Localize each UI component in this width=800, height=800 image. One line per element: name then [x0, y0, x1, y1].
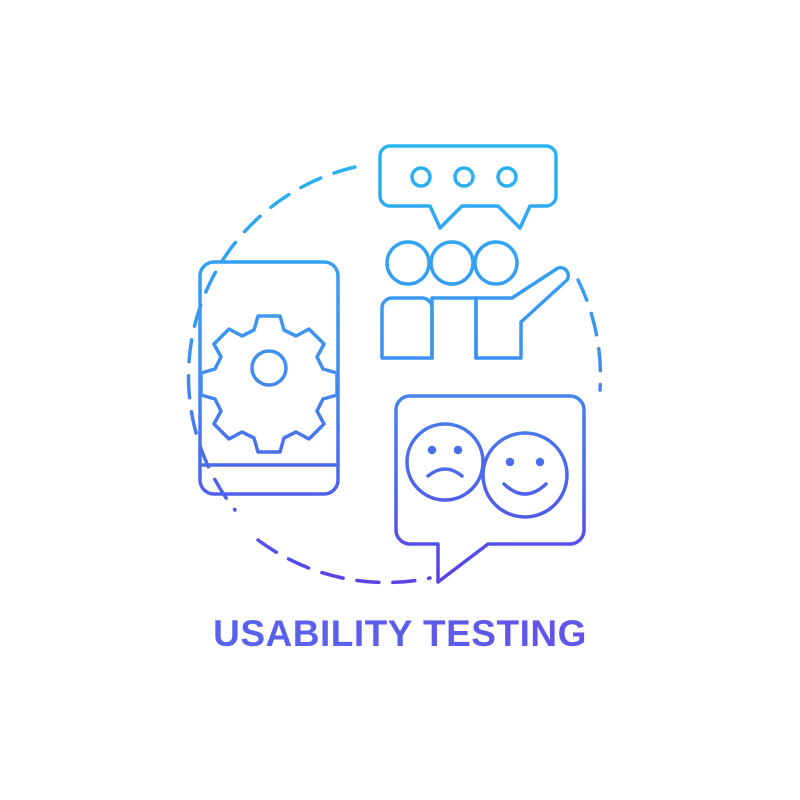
- caption-title: USABILITY TESTING: [0, 612, 800, 656]
- feedback-bubble-icon: [394, 394, 586, 584]
- smartphone-icon: [198, 260, 340, 496]
- sad-face-icon: [405, 422, 485, 502]
- happy-face-icon: [481, 431, 569, 519]
- gear-icon: [199, 314, 339, 454]
- team-icon: [380, 240, 571, 360]
- chat-bubble-icon: [378, 144, 558, 230]
